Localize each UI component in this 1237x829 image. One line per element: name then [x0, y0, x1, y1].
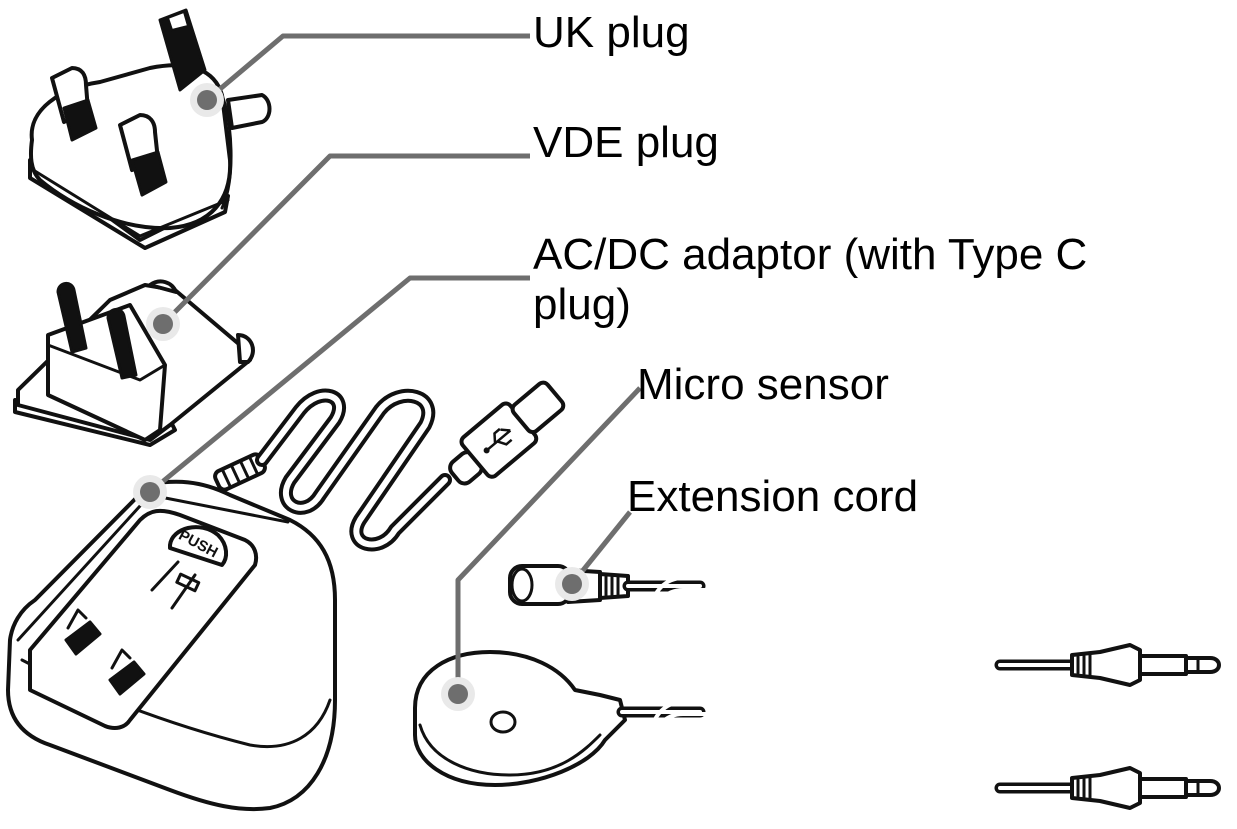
uk-plug-illustration: [28, 8, 272, 250]
leader-line-uk-plug: [190, 33, 530, 117]
extension-cord-illustration: [508, 564, 1221, 687]
usb-c-cable-illustration: [255, 380, 566, 552]
leader-line-micro-sensor: [441, 386, 642, 711]
leader-line-adaptor: [133, 275, 530, 509]
label-uk-plug: UK plug: [533, 8, 690, 57]
leader-line-vde-plug: [146, 153, 530, 341]
leader-line-extension-cord: [555, 510, 632, 601]
label-vde-plug: VDE plug: [533, 118, 719, 167]
vde-plug-illustration: [13, 279, 255, 447]
label-extension-cord: Extension cord: [627, 472, 919, 521]
label-micro-sensor: Micro sensor: [637, 360, 889, 409]
label-ac-dc-adaptor: AC/DC adaptor (with Type C plug): [533, 230, 1088, 329]
usb-icon: [483, 427, 513, 454]
ac-dc-adaptor-illustration: PUSH: [6, 452, 337, 812]
